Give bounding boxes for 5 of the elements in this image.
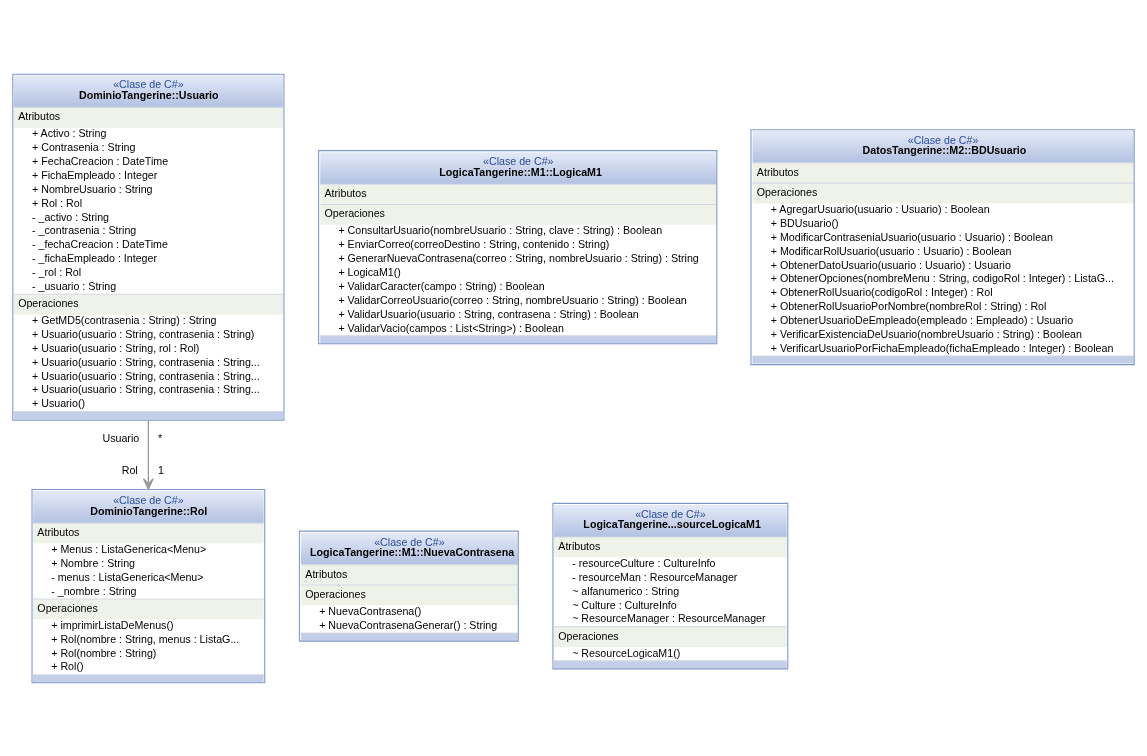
node-label: *: [157, 431, 163, 444]
node-label: Rol: [121, 463, 138, 476]
node-label: 1: [157, 463, 164, 476]
arrow: [142, 419, 154, 490]
node-label: Usuario: [102, 431, 140, 444]
